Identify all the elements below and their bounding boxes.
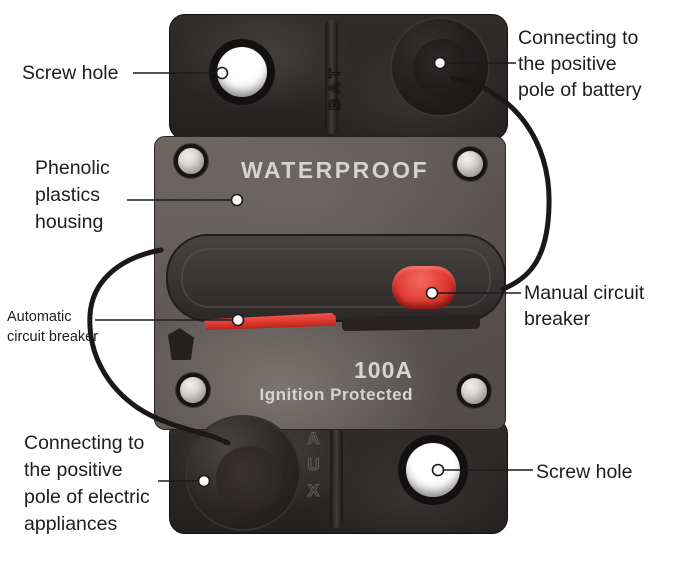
battery-terminal-cap-center: [413, 39, 471, 97]
waterproof-text: WATERPROOF: [240, 157, 430, 183]
label-battery: Connecting to the positive pole of batte…: [518, 27, 642, 101]
battery-terminal-cap: [392, 19, 488, 115]
rivet-top-left: [174, 144, 208, 178]
top-plate-groove: [325, 20, 338, 134]
label-screw-hole-bottom: Screw hole: [536, 461, 633, 483]
bat-marking: BAT: [326, 63, 344, 111]
screw-hole-top: [217, 47, 267, 97]
manual-reset-button: [392, 266, 456, 309]
breaker-window: [166, 234, 506, 322]
aux-marking: AUX: [303, 428, 323, 507]
rivet-bottom-right: [457, 374, 491, 408]
lever-slot: [341, 314, 481, 332]
aux-terminal-cap-center: [216, 446, 282, 512]
bottom-plate-groove: [330, 424, 343, 528]
aux-terminal-cap: [187, 417, 299, 529]
label-automatic-breaker: Automatic circuit breaker: [7, 309, 99, 345]
screw-hole-bottom: [406, 443, 460, 497]
label-appliances: Connecting to the positive pole of elect…: [24, 432, 150, 535]
label-phenolic-housing: Phenolic plastics housing: [35, 157, 110, 233]
label-screw-hole-top: Screw hole: [22, 62, 119, 84]
amperage-text: 100A: [354, 357, 413, 383]
label-manual-breaker: Manual circuit breaker: [524, 282, 645, 330]
rivet-bottom-left: [176, 373, 210, 407]
ignition-protected-text: Ignition Protected: [259, 385, 413, 404]
rivet-top-right: [453, 147, 487, 181]
